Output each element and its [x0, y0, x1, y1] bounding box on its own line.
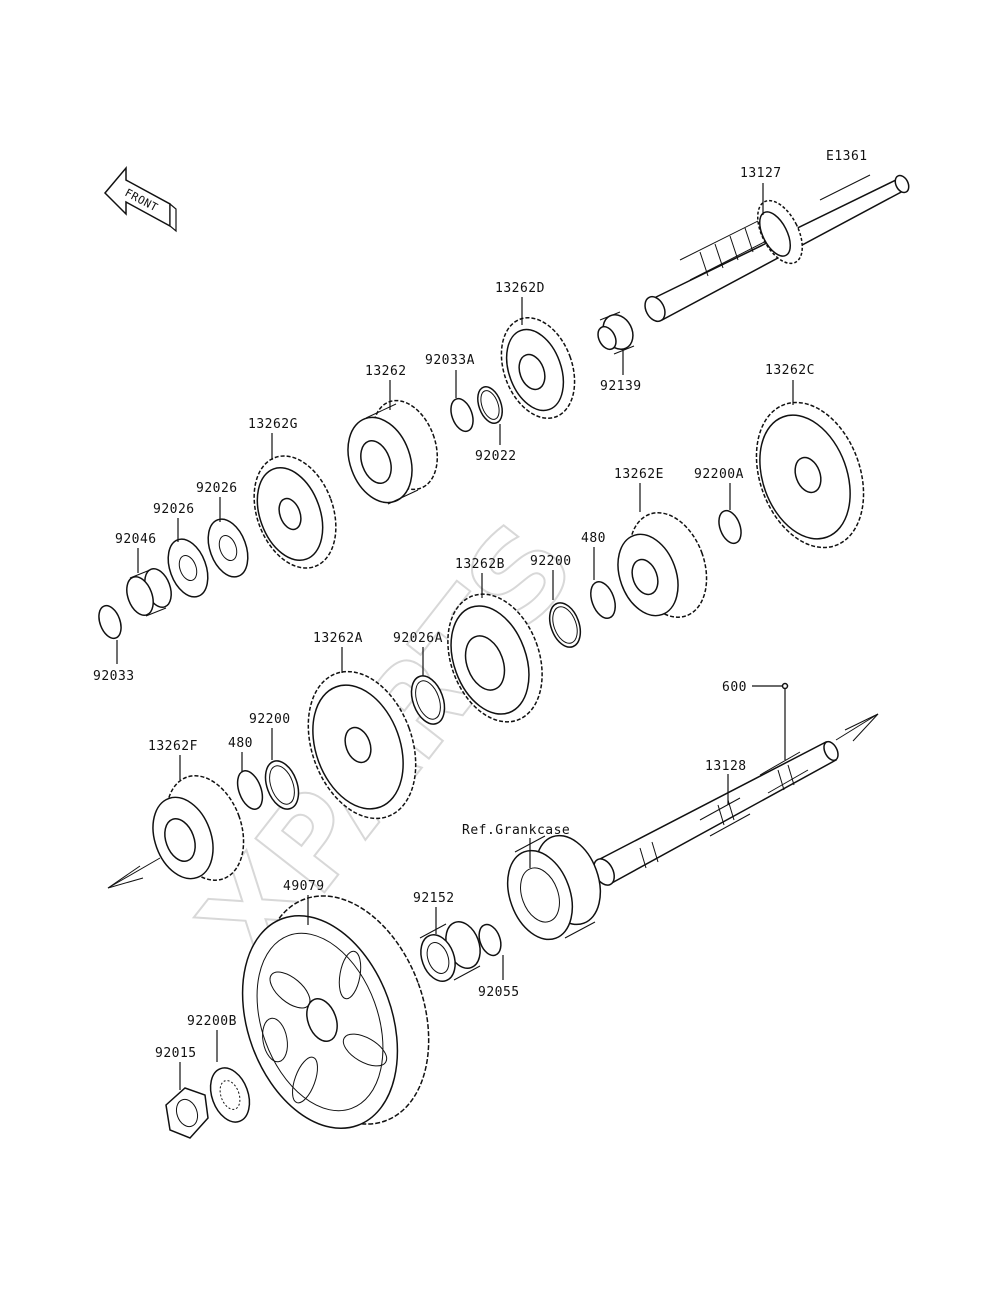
front-arrow-icon: FRONT: [103, 165, 177, 233]
label-92055: 92055: [478, 985, 520, 1000]
axis-line-right: [835, 713, 879, 741]
label-600: 600: [722, 680, 747, 695]
label-92152: 92152: [413, 891, 455, 906]
washer-92026A: [410, 675, 446, 725]
washer-92200-b: [264, 760, 300, 810]
label-13262E: 13262E: [614, 467, 664, 482]
washer-92200-a: [548, 602, 582, 648]
gear-13262D: [500, 317, 576, 419]
label-92139: 92139: [600, 379, 642, 394]
lock-washer-92200B: [209, 1067, 251, 1123]
label-92046: 92046: [115, 532, 157, 547]
label-92026A: 92026A: [393, 631, 443, 646]
gear-13262B: [447, 593, 543, 723]
needle-bearing-92046: [126, 568, 172, 617]
bushing-92139: [597, 311, 635, 355]
label-13127: 13127: [740, 166, 782, 181]
gear-13127: [756, 199, 804, 265]
collar-92152: [419, 921, 481, 982]
label-49079: 49079: [283, 879, 325, 894]
shaft-13128: [593, 740, 839, 886]
circlip-92200A: [718, 509, 742, 545]
circlip-480-b: [236, 770, 264, 810]
gear-13262A: [307, 670, 417, 820]
circlip-92033: [98, 604, 122, 640]
gear-13262G: [253, 455, 337, 569]
bearing-crankcase: [506, 834, 602, 941]
nut-92015: [165, 1087, 209, 1139]
label-92200-a: 92200: [530, 554, 572, 569]
label-92026-b: 92026: [153, 502, 195, 517]
label-480-b: 480: [228, 736, 253, 751]
label-13262A: 13262A: [313, 631, 363, 646]
axis-line-left: [107, 857, 161, 889]
circlip-92033A: [450, 397, 474, 433]
label-13128: 13128: [705, 759, 747, 774]
label-13262G: 13262G: [248, 417, 298, 432]
label-13262: 13262: [365, 364, 407, 379]
label-13262B: 13262B: [455, 557, 505, 572]
label-ref-crankcase: Ref.Grankcase: [462, 823, 570, 838]
sprocket-49079: [241, 895, 430, 1130]
label-92200A: 92200A: [694, 467, 744, 482]
label-92022: 92022: [475, 449, 517, 464]
label-92015: 92015: [155, 1046, 197, 1061]
gear-13262F: [152, 775, 245, 881]
label-13262F: 13262F: [148, 739, 198, 754]
label-92033A: 92033A: [425, 353, 475, 368]
label-92200-b: 92200: [249, 712, 291, 727]
label-92200B: 92200B: [187, 1014, 237, 1029]
label-13262D: 13262D: [495, 281, 545, 296]
washer-92026-a: [207, 518, 249, 578]
point-600-icon: [781, 682, 789, 690]
gear-13262: [347, 399, 439, 505]
diagram-code: E1361: [826, 149, 868, 164]
o-ring-92055: [478, 923, 502, 957]
washer-92022: [477, 386, 503, 424]
label-92026-a: 92026: [196, 481, 238, 496]
label-92033: 92033: [93, 669, 135, 684]
gear-13262C: [755, 401, 865, 549]
axis-arrow-right-icon: [844, 713, 879, 742]
label-480-a: 480: [581, 531, 606, 546]
gear-13262E: [617, 512, 708, 618]
circlip-480-a: [590, 581, 616, 619]
axis-arrow-left-icon: [107, 865, 144, 889]
label-13262C: 13262C: [765, 363, 815, 378]
